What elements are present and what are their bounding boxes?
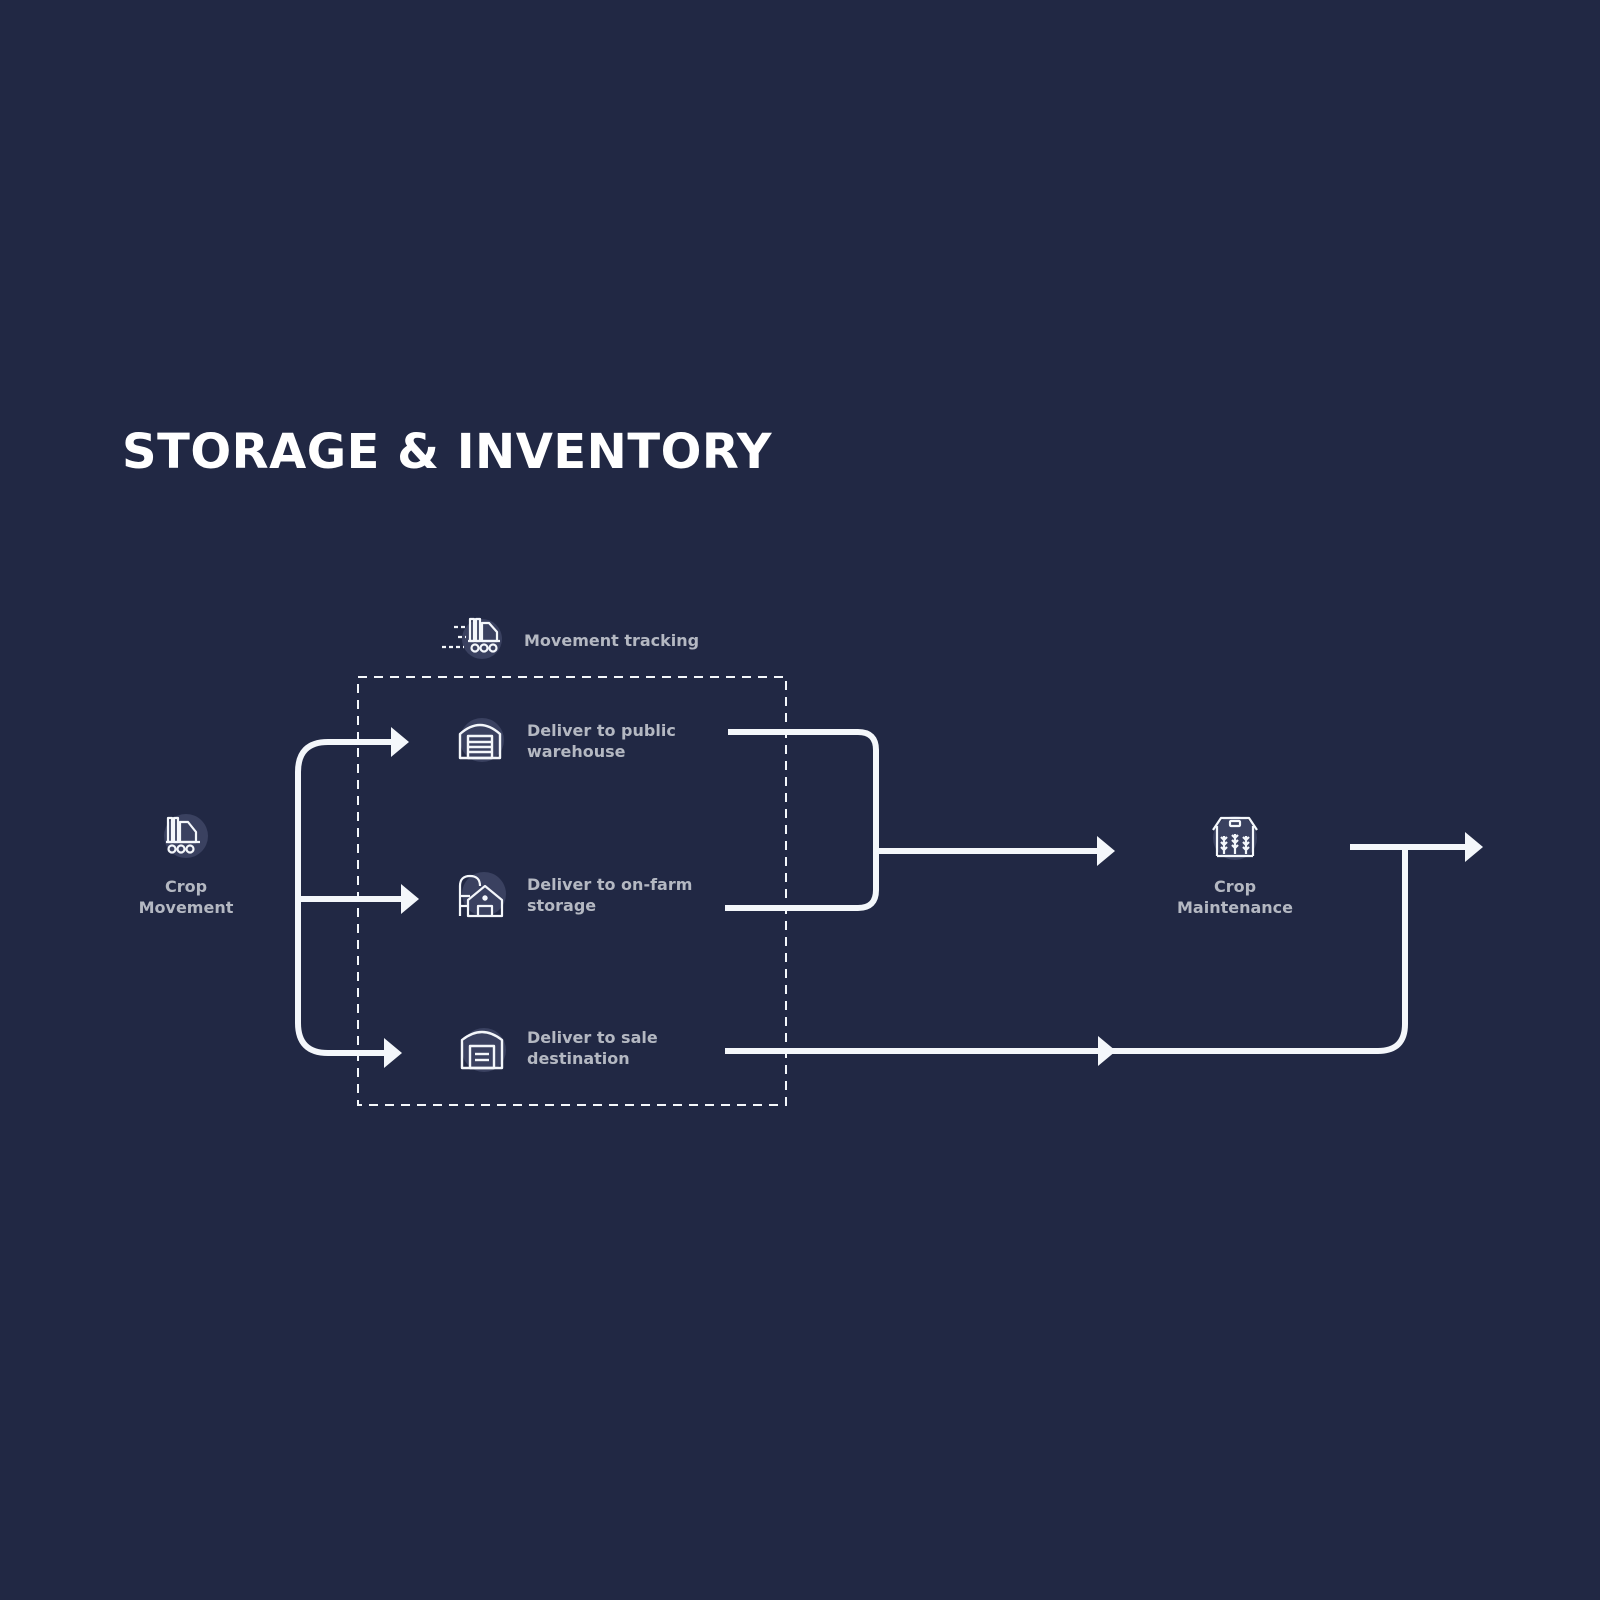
- public-warehouse-label: Deliver to public warehouse: [527, 720, 676, 762]
- crop-maintenance-label: Crop Maintenance: [1160, 876, 1310, 918]
- merge-connector: [725, 729, 1102, 911]
- sale-warehouse-icon: [460, 1028, 506, 1072]
- sale-destination-label: Deliver to sale destination: [527, 1027, 658, 1069]
- sale-destination-line2: destination: [527, 1049, 630, 1068]
- movement-tracking-group: [357, 676, 787, 1106]
- branch-arrowheads: [384, 727, 419, 1068]
- movement-tracking-label: Movement tracking: [524, 631, 700, 650]
- arrowhead-sale-mid: [1098, 1036, 1116, 1066]
- public-warehouse-line1: Deliver to public: [527, 721, 676, 740]
- farm-storage-icon: [458, 872, 506, 918]
- arrowhead-exit: [1465, 832, 1483, 862]
- crop-movement-line2: Movement: [138, 898, 234, 917]
- warehouse-icon: [458, 718, 504, 762]
- on-farm-storage-line2: storage: [527, 896, 597, 915]
- arrowhead-to-warehouse: [391, 727, 409, 757]
- page-title: STORAGE & INVENTORY: [122, 424, 772, 480]
- on-farm-storage-label: Deliver to on-farm storage: [527, 874, 692, 916]
- sale-path-connector: [725, 844, 1470, 1054]
- branch-connector: [295, 739, 405, 1056]
- arrowhead-to-maintenance: [1097, 836, 1115, 866]
- sale-destination-line1: Deliver to sale: [527, 1028, 658, 1047]
- arrowhead-to-storage: [401, 884, 419, 914]
- crop-maintenance-line2: Maintenance: [1176, 898, 1293, 917]
- crop-movement-line1: Crop: [164, 877, 208, 896]
- barn-icon: [1212, 816, 1258, 860]
- arrowhead-to-sale: [384, 1038, 402, 1068]
- crop-movement-label: Crop Movement: [126, 876, 246, 918]
- truck-icon: [164, 814, 208, 858]
- on-farm-storage-line1: Deliver to on-farm: [527, 875, 693, 894]
- crop-maintenance-line1: Crop: [1213, 877, 1257, 896]
- moving-truck-icon: [442, 617, 502, 659]
- public-warehouse-line2: warehouse: [527, 742, 626, 761]
